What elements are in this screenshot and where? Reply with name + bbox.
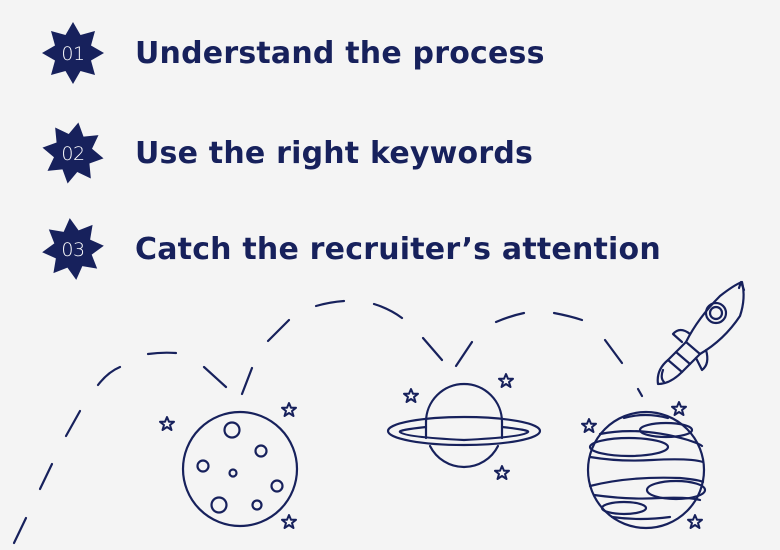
- decorative-stars: [159, 373, 703, 529]
- step-label: Understand the process: [135, 35, 545, 71]
- star-icon: [671, 401, 687, 416]
- star-icon: [687, 514, 703, 529]
- dashed-trajectory: [12, 299, 644, 545]
- star-icon: [498, 373, 514, 388]
- star-icon: [494, 465, 510, 480]
- star-icon: [281, 514, 297, 529]
- step-badge: 03: [40, 216, 106, 282]
- rocket-icon: [656, 280, 746, 386]
- step-number: 01: [61, 43, 85, 65]
- cratered-planet: [181, 410, 299, 528]
- ringed-planet: [386, 382, 542, 469]
- step-number: 03: [61, 239, 85, 261]
- star-icon: [159, 416, 175, 431]
- star-icon: [281, 402, 297, 417]
- step-3: 03 Catch the recruiter’s attention: [40, 216, 661, 282]
- step-2: 02 Use the right keywords: [40, 120, 533, 186]
- striped-planet: [586, 410, 707, 530]
- step-1: 01 Understand the process: [40, 20, 544, 86]
- step-badge: 02: [40, 120, 106, 186]
- star-icon: [403, 388, 419, 403]
- star-badge-icon: [42, 122, 104, 184]
- star-badge-icon: [42, 22, 104, 84]
- star-badge-icon: [42, 218, 104, 280]
- step-label: Use the right keywords: [135, 135, 534, 171]
- step-number: 02: [61, 143, 85, 165]
- step-label: Catch the recruiter’s attention: [135, 231, 661, 267]
- step-badge: 01: [40, 20, 106, 86]
- star-icon: [581, 418, 597, 433]
